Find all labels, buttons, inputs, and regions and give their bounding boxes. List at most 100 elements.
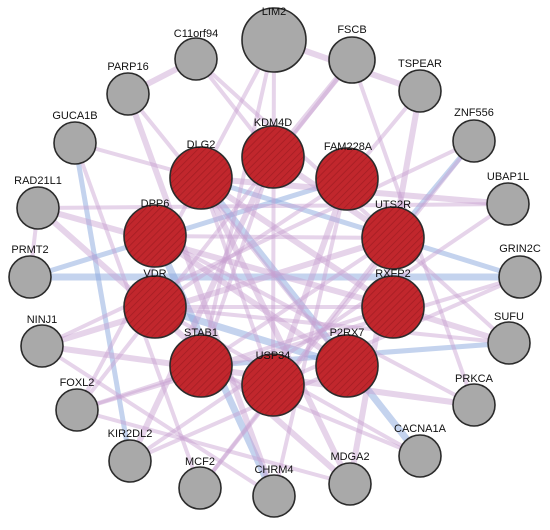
node-ubap1l[interactable]: UBAP1L (486, 171, 530, 226)
related-gene-circle[interactable] (498, 255, 542, 299)
node-dpp6[interactable]: DPP6 (123, 198, 187, 268)
node-znf556[interactable]: ZNF556 (452, 107, 496, 163)
edge-rad21l1-rxfp2 (35, 205, 396, 310)
edge-cacna1a-stab1 (199, 364, 422, 458)
related-gene-circle[interactable] (55, 388, 99, 432)
node-label: STAB1 (184, 327, 218, 339)
related-gene-circle[interactable] (328, 36, 376, 84)
edge-znf556-ninj1 (40, 139, 476, 348)
related-gene-circle[interactable] (108, 439, 152, 483)
node-prkca[interactable]: PRKCA (452, 373, 496, 427)
edge-chrm4-fam228a (272, 177, 349, 498)
node-mdga2[interactable]: MDGA2 (328, 451, 372, 506)
related-gene-circle[interactable] (452, 383, 496, 427)
node-kir2dl2[interactable]: KIR2DL2 (108, 428, 153, 483)
related-gene-circle[interactable] (106, 72, 150, 116)
node-label: PRKCA (455, 373, 494, 385)
node-label: MCF2 (185, 456, 215, 468)
node-rxfp2[interactable]: RXFP2 (361, 268, 425, 339)
related-gene-circle[interactable] (53, 121, 97, 165)
related-gene-circle[interactable] (241, 7, 307, 73)
edge-kir2dl2-p2rx7 (128, 364, 349, 463)
node-foxl2[interactable]: FOXL2 (55, 377, 99, 432)
query-gene-circle[interactable] (123, 275, 187, 339)
query-gene-circle[interactable] (169, 146, 233, 210)
edge-guca1b-kir2dl2 (72, 140, 133, 464)
edge-mcf2-uts2r (198, 236, 395, 490)
node-label: C11orf94 (174, 28, 218, 40)
node-label: GUCA1B (52, 110, 97, 122)
edge-kdm4d-stab1 (199, 155, 275, 368)
edge-kir2dl2-kdm4d (127, 154, 276, 464)
edge-fscb-foxl2 (75, 58, 354, 412)
node-stab1[interactable]: STAB1 (169, 327, 233, 398)
node-p2rx7[interactable]: P2RX7 (315, 327, 379, 398)
edge-ninj1-uts2r (39, 235, 396, 349)
node-fscb[interactable]: FSCB (328, 24, 376, 84)
node-grin2c[interactable]: GRIN2C (498, 243, 542, 299)
related-gene-circle[interactable] (487, 321, 531, 365)
node-label: LIM2 (262, 6, 286, 18)
query-gene-circle[interactable] (241, 125, 305, 189)
edge-ubap1l-kir2dl2 (128, 202, 510, 463)
related-gene-circle[interactable] (178, 466, 222, 510)
node-prmt2[interactable]: PRMT2 (8, 244, 52, 299)
node-label: RXFP2 (375, 268, 410, 280)
related-gene-circle[interactable] (398, 69, 442, 113)
related-gene-circle[interactable] (16, 186, 60, 230)
node-tspear[interactable]: TSPEAR (398, 58, 442, 113)
node-parp16[interactable]: PARP16 (106, 61, 150, 116)
query-gene-circle[interactable] (123, 204, 187, 268)
related-gene-circle[interactable] (486, 182, 530, 226)
edge-uts2r-stab1 (199, 236, 395, 368)
node-label: PRMT2 (11, 244, 48, 256)
query-gene-circle[interactable] (169, 334, 233, 398)
node-cacna1a[interactable]: CACNA1A (394, 423, 447, 478)
query-gene-circle[interactable] (241, 353, 305, 417)
node-c11orf94[interactable]: C11orf94 (174, 28, 218, 81)
node-fam228a[interactable]: FAM228A (315, 141, 379, 211)
node-label: PARP16 (107, 61, 148, 73)
node-rad21l1[interactable]: RAD21L1 (14, 175, 62, 230)
related-gene-circle[interactable] (252, 474, 296, 518)
node-usp34[interactable]: USP34 (241, 350, 305, 417)
node-kdm4d[interactable]: KDM4D (241, 117, 305, 189)
node-label: USP34 (256, 350, 291, 362)
node-lim2[interactable]: LIM2 (241, 6, 307, 73)
node-label: TSPEAR (398, 58, 442, 70)
query-gene-circle[interactable] (315, 334, 379, 398)
node-mcf2[interactable]: MCF2 (178, 456, 222, 510)
query-gene-circle[interactable] (361, 206, 425, 270)
node-uts2r[interactable]: UTS2R (361, 199, 425, 270)
edge-prmt2-fam228a (27, 176, 350, 280)
related-gene-circle[interactable] (452, 119, 496, 163)
node-chrm4[interactable]: CHRM4 (252, 464, 296, 518)
edge-ninj1-chrm4 (40, 344, 276, 498)
related-gene-circle[interactable] (398, 434, 442, 478)
related-gene-circle[interactable] (20, 324, 64, 368)
node-label: DPP6 (141, 198, 170, 210)
related-gene-circle[interactable] (328, 462, 372, 506)
related-gene-circle[interactable] (8, 255, 52, 299)
node-sufu[interactable]: SUFU (487, 311, 531, 365)
node-vdr[interactable]: VDR (123, 268, 187, 339)
edge-fam228a-usp34 (270, 176, 350, 388)
query-gene-circle[interactable] (315, 147, 379, 211)
edge-grin2c-foxl2 (75, 275, 522, 412)
node-dlg2[interactable]: DLG2 (169, 139, 233, 210)
query-gene-circle[interactable] (361, 275, 425, 339)
node-label: CHRM4 (254, 464, 293, 476)
node-label: ZNF556 (454, 107, 494, 119)
edge-dpp6-uts2r (153, 234, 395, 240)
related-gene-circle[interactable] (174, 37, 218, 81)
node-label: KIR2DL2 (108, 428, 153, 440)
node-guca1b[interactable]: GUCA1B (52, 110, 98, 165)
node-ninj1[interactable]: NINJ1 (20, 314, 64, 368)
node-label: DLG2 (187, 139, 216, 151)
edge-parp16-p2rx7 (126, 92, 349, 368)
edge-lim2-usp34 (271, 38, 276, 387)
node-label: RAD21L1 (14, 175, 62, 187)
edge-chrm4-parp16 (125, 91, 277, 499)
